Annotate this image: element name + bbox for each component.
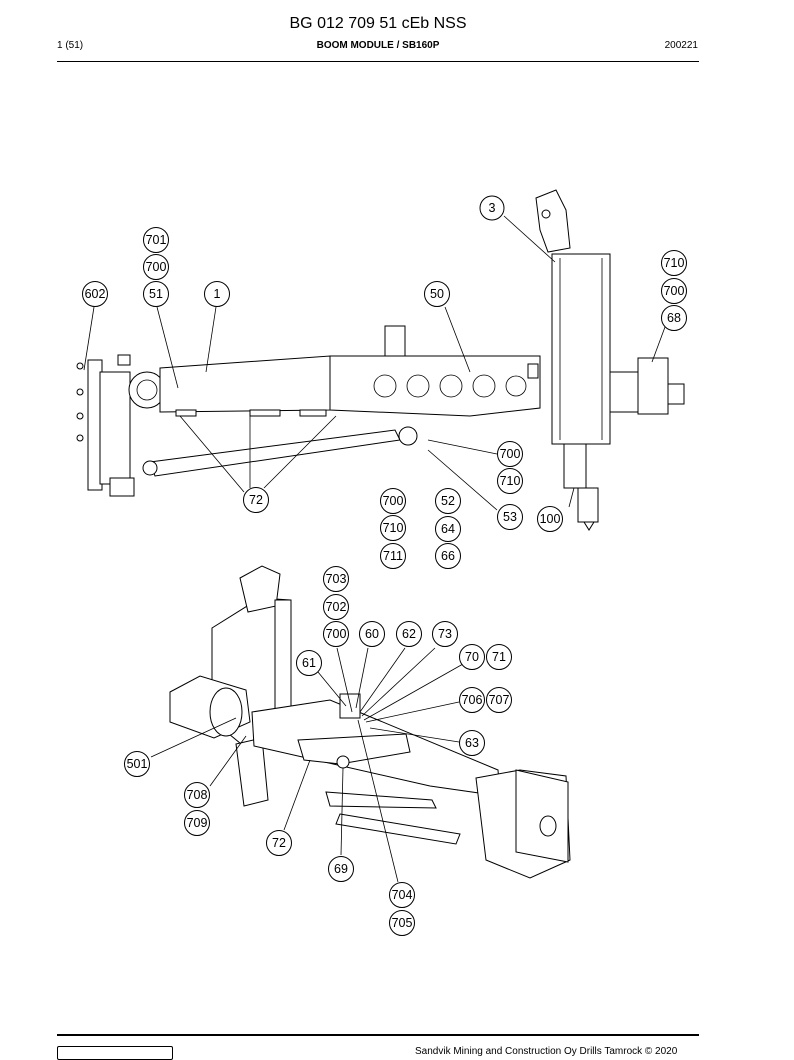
callout-63: 63 xyxy=(459,730,485,756)
svg-text:66: 66 xyxy=(441,549,455,563)
svg-text:707: 707 xyxy=(489,693,510,707)
svg-text:708: 708 xyxy=(187,788,208,802)
callout-704: 704 xyxy=(389,882,415,908)
upper-boom-drawing xyxy=(76,189,685,531)
svg-text:703: 703 xyxy=(326,572,347,586)
callout-700: 700 xyxy=(661,278,687,304)
callout-710: 710 xyxy=(661,250,687,276)
svg-text:72: 72 xyxy=(272,836,286,850)
svg-text:711: 711 xyxy=(383,549,403,563)
callout-707: 707 xyxy=(486,687,512,713)
svg-text:63: 63 xyxy=(465,736,479,750)
callout-708: 708 xyxy=(184,782,210,808)
callout-61: 61 xyxy=(296,650,322,676)
svg-text:702: 702 xyxy=(326,600,347,614)
callout-70: 70 xyxy=(459,644,485,670)
callout-60: 60 xyxy=(359,621,385,647)
svg-text:710: 710 xyxy=(383,521,404,535)
callout-73: 73 xyxy=(432,621,458,647)
callout-702: 702 xyxy=(323,594,349,620)
callout-51: 51 xyxy=(143,281,169,307)
callout-700: 700 xyxy=(143,254,169,280)
svg-text:1: 1 xyxy=(214,287,221,301)
svg-text:71: 71 xyxy=(492,650,506,664)
callout-72: 72 xyxy=(243,487,269,513)
svg-text:700: 700 xyxy=(664,284,685,298)
callout-700: 700 xyxy=(323,621,349,647)
svg-text:72: 72 xyxy=(249,493,263,507)
sandvik-logo xyxy=(57,1046,173,1060)
svg-text:61: 61 xyxy=(302,656,316,670)
callout-50: 50 xyxy=(424,281,450,307)
callout-64: 64 xyxy=(435,516,461,542)
page-number: 1 (51) xyxy=(57,40,84,51)
callout-706: 706 xyxy=(459,687,485,713)
callout-710: 710 xyxy=(380,515,406,541)
svg-text:700: 700 xyxy=(500,447,521,461)
svg-text:704: 704 xyxy=(392,888,413,902)
callout-69: 69 xyxy=(328,856,354,882)
leader-lines xyxy=(83,215,666,883)
svg-text:710: 710 xyxy=(664,256,685,270)
callout-68: 68 xyxy=(661,305,687,331)
svg-text:53: 53 xyxy=(503,510,517,524)
svg-text:705: 705 xyxy=(392,916,413,930)
svg-text:50: 50 xyxy=(430,287,444,301)
svg-text:68: 68 xyxy=(667,311,681,325)
document-date: 200221 xyxy=(664,40,698,51)
svg-text:64: 64 xyxy=(441,522,455,536)
svg-text:69: 69 xyxy=(334,862,348,876)
header-divider xyxy=(57,61,699,62)
footer-divider xyxy=(57,1034,699,1036)
callout-100: 100 xyxy=(537,506,563,532)
module-name: BOOM MODULE / SB160P xyxy=(316,40,440,51)
callout-72: 72 xyxy=(266,830,292,856)
svg-text:70: 70 xyxy=(465,650,479,664)
callout-710: 710 xyxy=(497,468,523,494)
svg-text:52: 52 xyxy=(441,494,455,508)
callout-71: 71 xyxy=(486,644,512,670)
lower-boom-drawing xyxy=(169,565,571,879)
svg-text:62: 62 xyxy=(402,627,416,641)
callout-709: 709 xyxy=(184,810,210,836)
callout-62: 62 xyxy=(396,621,422,647)
svg-text:60: 60 xyxy=(365,627,379,641)
callout-701: 701 xyxy=(143,227,169,253)
callout-700: 700 xyxy=(497,441,523,467)
callout-52: 52 xyxy=(435,488,461,514)
callout-711: 711 xyxy=(380,543,406,569)
svg-text:51: 51 xyxy=(149,287,163,301)
callout-66: 66 xyxy=(435,543,461,569)
svg-text:73: 73 xyxy=(438,627,452,641)
svg-text:700: 700 xyxy=(146,260,167,274)
svg-text:602: 602 xyxy=(85,287,106,301)
callout-703: 703 xyxy=(323,566,349,592)
svg-text:700: 700 xyxy=(326,627,347,641)
callout-501: 501 xyxy=(124,751,150,777)
svg-text:501: 501 xyxy=(127,757,148,771)
svg-text:706: 706 xyxy=(462,693,483,707)
callout-705: 705 xyxy=(389,910,415,936)
callout-700: 700 xyxy=(380,488,406,514)
footer-copyright: Sandvik Mining and Construction Oy Drill… xyxy=(415,1046,678,1057)
svg-text:710: 710 xyxy=(500,474,521,488)
svg-text:3: 3 xyxy=(489,201,496,215)
callout-3: 3 xyxy=(479,195,505,221)
svg-text:700: 700 xyxy=(383,494,404,508)
svg-text:701: 701 xyxy=(146,233,167,247)
svg-text:100: 100 xyxy=(540,512,561,526)
svg-text:709: 709 xyxy=(187,816,208,830)
callout-53: 53 xyxy=(497,504,523,530)
callout-602: 602 xyxy=(82,281,108,307)
callout-1: 1 xyxy=(204,281,230,307)
document-title: BG 012 709 51 cEb NSS xyxy=(289,15,467,32)
